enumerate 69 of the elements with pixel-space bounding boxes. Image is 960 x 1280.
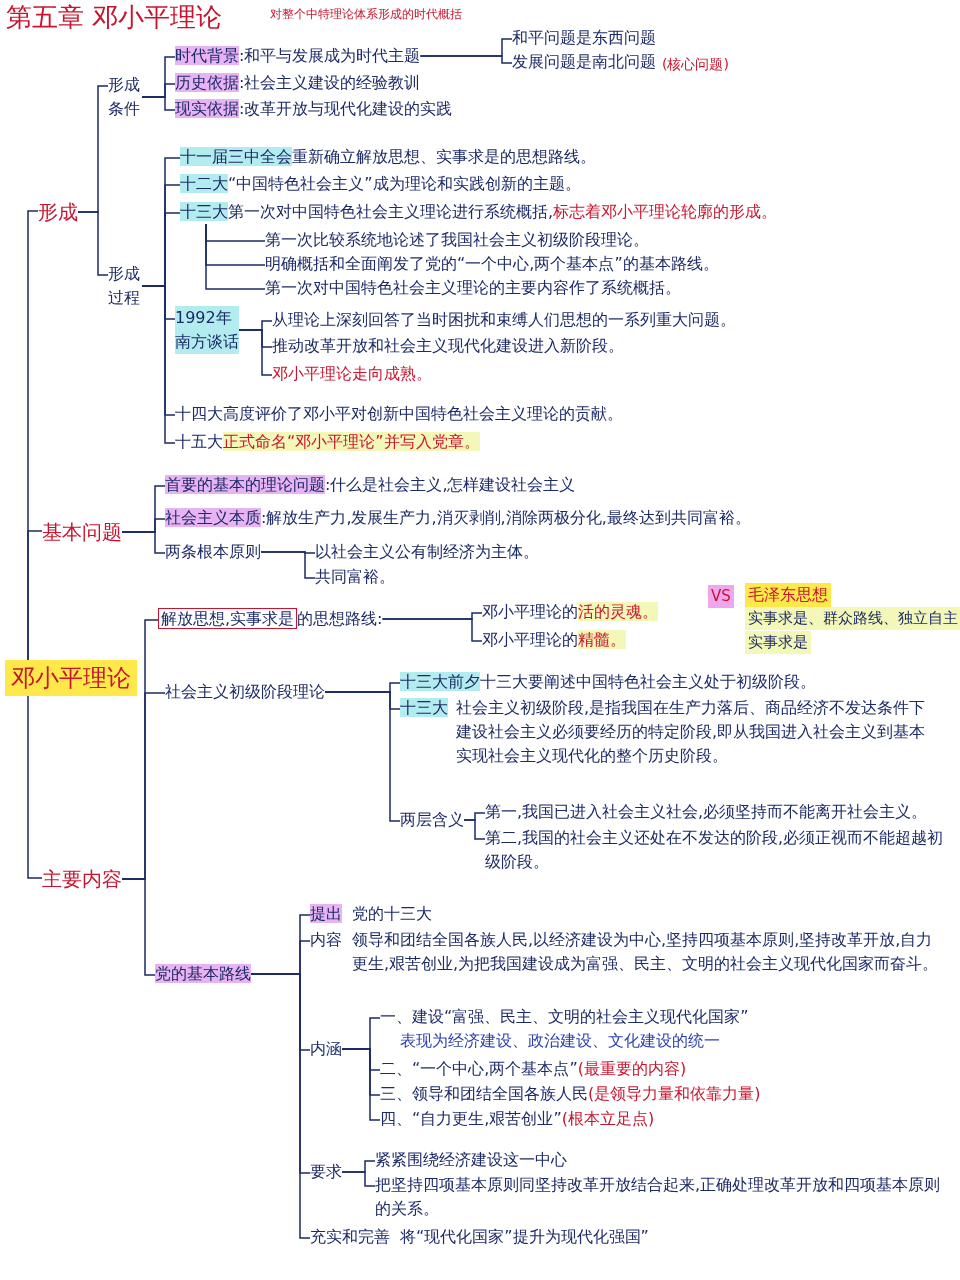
topic-text: 历史依据:社会主义建设的经验教训 <box>175 71 421 95</box>
topic-text: 把坚持四项基本原则同坚持改革开放结合起来,正确处理改革开放和四项基本原则的关系。 <box>375 1173 955 1221</box>
connector-line <box>419 55 513 64</box>
connector-line <box>27 695 43 879</box>
topic-text: 时代背景:和平与发展成为时代主题 <box>175 44 421 68</box>
topic-text: 社会主义本质:解放生产力,发展生产力,消灭剥削,消除两极分化,最终达到共同富裕。 <box>165 506 751 530</box>
connector-line <box>341 1048 381 1121</box>
note-text: 实事求是 <box>745 631 811 654</box>
topic-text: 邓小平理论的精髓。 <box>482 628 626 652</box>
topic-text: 社会主义初级阶段理论 <box>165 680 325 704</box>
topic-text: 邓小平理论的活的灵魂。 <box>482 600 658 624</box>
connector-line <box>27 530 43 661</box>
page-title: 第五章 邓小平理论 <box>6 1 223 34</box>
note-text: 对整个中特理论体系形成的时代概括 <box>270 6 462 23</box>
topic-text: 内容 领导和团结全国各族人民,以经济建设为中心,坚持四项基本原则,坚持改革开放,自力更生,艰苦创业,为把我国建设成为富强、民主、文明的社会主义现代化国家而奋斗。 <box>310 928 942 976</box>
topic-text: 一、建设“富强、民主、文明的社会主义现代化国家” 表现为经济建设、政治建设、文化建设的统一 <box>380 1005 749 1053</box>
topic-text: 邓小平理论走向成熟。 <box>272 362 432 386</box>
connector-line <box>260 551 316 579</box>
connector-line <box>141 96 176 111</box>
connector-line <box>463 819 486 840</box>
connector-line <box>205 223 266 290</box>
branch-topic: 基本问题 <box>42 518 122 546</box>
topic-text: 十二大“中国特色社会主义”成为理论和实践创新的主题。 <box>180 172 581 196</box>
topic-text: 形成过程 <box>108 262 142 310</box>
topic-text: 和平问题是东西问题 <box>512 26 656 50</box>
topic-text: 发展问题是南北问题 <box>512 50 656 74</box>
topic-text: 首要的基本的理论问题:什么是社会主义,怎样建设社会主义 <box>165 473 576 497</box>
topic-text: 十三大第一次对中国特色社会主义理论进行系统概括,标志着邓小平理论轮廓的形成。 <box>180 200 778 224</box>
topic-text: 第一次对中国特色社会主义理论的主要内容作了系统概括。 <box>265 276 681 300</box>
topic-text: 党的基本路线 <box>155 962 251 986</box>
branch-topic: 主要内容 <box>42 865 122 893</box>
topic-text: 两层含义 <box>400 808 464 832</box>
connector-line <box>324 691 401 822</box>
topic-text: 紧紧围绕经济建设这一中心 <box>375 1148 567 1172</box>
topic-text: 十四大高度评价了邓小平对创新中国特色社会主义理论的贡献。 <box>175 402 623 426</box>
topic-text: 充实和完善 将“现代化国家”提升为现代化强国” <box>310 1225 649 1249</box>
topic-text: 形成条件 <box>108 73 142 121</box>
topic-text: 十三大 社会主义初级阶段,是指我国在生产力落后、商品经济不发达条件下建设社会主义必须要经历的特定阶段,即从我国进入社会主义到基本实现社会主义现代化的整个历史阶段。 <box>400 696 926 768</box>
connector-line <box>238 329 273 376</box>
topic-text: 三、领导和团结全国各族人民(是领导力量和依靠力量) <box>380 1082 761 1106</box>
topic-text: 第一,我国已进入社会主义社会,必须坚持而不能离开社会主义。 <box>485 800 950 824</box>
connector-line <box>121 878 156 976</box>
topic-text: 二、“一个中心,两个基本点”(最重要的内容) <box>380 1057 687 1081</box>
topic-text: 提出 党的十三大 <box>310 902 432 926</box>
topic-text: 共同富裕。 <box>315 565 395 589</box>
note-text: 实事求是、群众路线、独立自主 <box>745 607 960 630</box>
topic-text: 从理论上深刻回答了当时困扰和束缚人们思想的一系列重大问题。 <box>272 308 736 332</box>
topic-text: 内涵 <box>310 1037 342 1061</box>
topic-text: 明确概括和全面阐发了党的“一个中心,两个基本点”的基本路线。 <box>265 252 719 276</box>
topic-text: 毛泽东思想 <box>745 583 831 607</box>
branch-topic: 形成 <box>38 198 78 226</box>
topic-text: 十一届三中全会重新确立解放思想、实事求是的思想路线。 <box>180 145 596 169</box>
topic-text: 十三大前夕十三大要阐述中国特色社会主义处于初级阶段。 <box>400 670 816 694</box>
connector-line <box>381 618 483 642</box>
topic-text: 推动改革开放和社会主义现代化建设进入新阶段。 <box>272 334 624 358</box>
connector-line <box>341 1171 376 1187</box>
topic-text: 现实依据:改革开放与现代化建设的实践 <box>175 97 453 121</box>
topic-text: 两条根本原则 <box>165 540 261 564</box>
connector-line <box>77 211 109 276</box>
topic-text: 第一次比较系统地论述了我国社会主义初级阶段理论。 <box>265 228 649 252</box>
note-text: (核心问题) <box>662 55 729 74</box>
topic-text: 第二,我国的社会主义还处在不发达的阶段,必须正视而不能超越初级阶段。 <box>485 826 950 874</box>
topic-text: 以社会主义公有制经济为主体。 <box>315 540 539 564</box>
topic-text: 要求 <box>310 1160 342 1184</box>
versus-text: VS <box>708 585 734 608</box>
connector-line <box>250 973 311 1239</box>
topic-text: 四、“自力更生,艰苦创业”(根本立足点) <box>380 1107 655 1131</box>
connector-line <box>121 531 166 554</box>
root-topic: 邓小平理论 <box>5 660 137 696</box>
